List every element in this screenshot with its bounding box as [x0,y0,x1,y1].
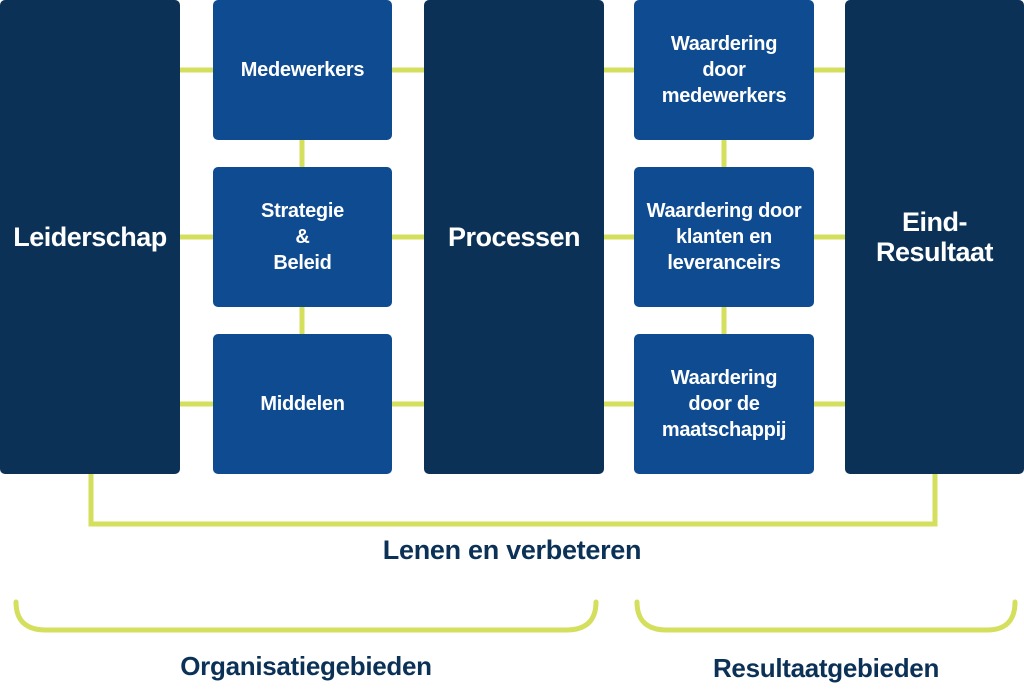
group-label-organisatie: Organisatiegebieden [180,651,432,681]
box-waardering-klanten: Waardering door klanten en leveranceirs [634,167,814,307]
box-waardering-medewerkers: Waardering door medewerkers [634,0,814,140]
box-medewerkers-label: Medewerkers [240,59,365,81]
box-waardering-klanten-label: Waardering door klanten en leveranceirs [646,200,802,274]
box-eind-resultaat-label: Eind- Resultaat [875,207,994,267]
brace-organisatie [13,599,599,633]
box-processen: Processen [424,0,604,474]
box-waardering-maatschappij: Waardering door de maatschappij [634,334,814,474]
box-strategie-beleid-label: Strategie & Beleid [261,200,344,274]
box-middelen: Middelen [213,334,392,474]
box-waardering-maatschappij-label: Waardering door de maatschappij [661,367,787,441]
box-leiderschap-label: Leiderschap [13,222,167,252]
box-eind-resultaat: Eind- Resultaat [845,0,1024,474]
feedback-label: Lenen en verbeteren [382,535,642,565]
box-medewerkers: Medewerkers [213,0,392,140]
brace-resultaat [634,599,1018,633]
group-label-resultaat: Resultaatgebieden [712,653,940,683]
feedback-loop-line [88,471,938,527]
box-strategie-beleid: Strategie & Beleid [213,167,392,307]
box-waardering-medewerkers-label: Waardering door medewerkers [661,33,787,107]
box-processen-label: Processen [447,222,581,252]
box-leiderschap: Leiderschap [0,0,180,474]
box-middelen-label: Middelen [260,393,345,415]
